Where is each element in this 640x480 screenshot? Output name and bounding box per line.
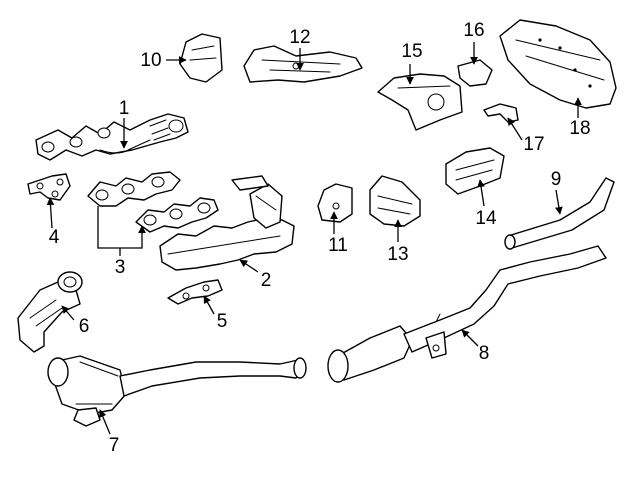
callouts: 1 2 3 4 5 6 7 8 9 10 11 12 13 14 15 16 1… xyxy=(49,20,591,456)
leader-3 xyxy=(97,206,146,249)
part-14-heat-shield xyxy=(445,147,505,195)
callout-2: 2 xyxy=(261,270,272,291)
callout-16: 16 xyxy=(463,20,484,41)
part-7-front-pipe xyxy=(47,355,307,427)
part-3-manifold-gaskets xyxy=(87,171,219,233)
part-18-heat-shield xyxy=(499,19,617,109)
leader-9 xyxy=(554,189,563,215)
callout-15: 15 xyxy=(401,41,422,62)
callout-7: 7 xyxy=(109,435,120,456)
callout-13: 13 xyxy=(387,244,408,265)
part-4-gasket xyxy=(27,173,71,201)
callout-11: 11 xyxy=(328,235,348,256)
callout-5: 5 xyxy=(217,311,228,332)
leader-lines xyxy=(46,42,582,435)
part-11-heat-shield xyxy=(317,183,353,223)
part-12-heat-shield xyxy=(243,45,363,83)
callout-14: 14 xyxy=(475,208,497,229)
callout-8: 8 xyxy=(479,343,490,364)
leader-14 xyxy=(477,179,485,207)
callout-12: 12 xyxy=(289,27,310,48)
callout-17: 17 xyxy=(523,134,544,155)
part-13-heat-shield xyxy=(369,175,421,227)
callout-3: 3 xyxy=(115,257,126,278)
part-15-heat-shield xyxy=(377,73,463,131)
part-9-tail-pipe xyxy=(504,177,615,250)
leader-4 xyxy=(46,197,55,229)
leader-17 xyxy=(507,117,523,141)
leader-8 xyxy=(461,329,479,347)
leader-6 xyxy=(61,305,75,321)
part-10-heat-shield xyxy=(179,33,223,83)
callout-18: 18 xyxy=(569,118,590,139)
leader-5 xyxy=(203,295,215,315)
part-16-heat-shield xyxy=(457,59,493,87)
callout-9: 9 xyxy=(551,169,562,190)
part-1-exhaust-manifold xyxy=(35,113,189,161)
leader-7 xyxy=(99,409,111,435)
part-6-front-converter xyxy=(17,271,83,353)
callout-10: 10 xyxy=(140,50,161,71)
part-8-rear-pipe xyxy=(327,245,607,383)
part-5-bracket xyxy=(167,279,223,305)
callout-6: 6 xyxy=(79,316,90,337)
part-2-manifold-converter xyxy=(159,175,295,271)
part-17-bracket xyxy=(483,103,519,123)
leader-2 xyxy=(239,259,259,273)
callout-1: 1 xyxy=(119,98,130,119)
callout-4: 4 xyxy=(49,227,60,248)
